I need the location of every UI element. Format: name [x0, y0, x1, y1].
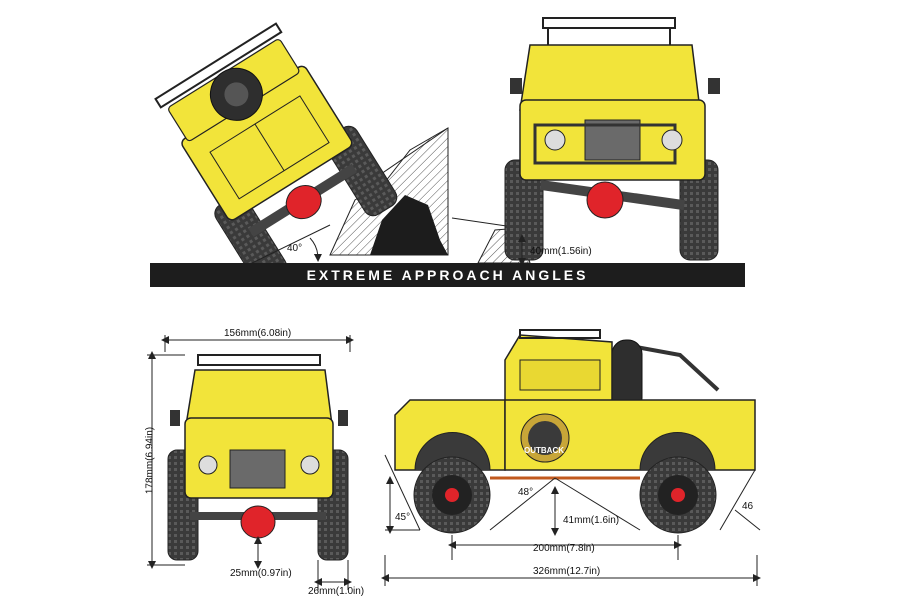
label-overall-height: 178mm(6.94in): [144, 426, 156, 495]
rock: [370, 195, 448, 255]
side-view-dimensioned: [381, 329, 761, 586]
label-ground-clearance: 41mm(1.6in): [563, 515, 620, 526]
roof-rack: [542, 17, 676, 29]
label-breakover-angle: 48°: [518, 487, 534, 498]
rear-view-tilted: [154, 22, 449, 286]
headlight-right: [661, 129, 683, 151]
differential-red-front: [586, 181, 624, 219]
approach-angles-banner: EXTREME APPROACH ANGLES: [150, 263, 745, 287]
label-tilt-angle: 40°: [287, 243, 303, 254]
label-approach-angle: 45°: [395, 512, 411, 523]
label-tire-width: 26mm(1.0in): [308, 586, 365, 597]
grille: [584, 119, 641, 161]
label-overall-length: 326mm(12.7in): [533, 566, 601, 577]
headlight-left: [544, 129, 566, 151]
front-view-dimensioned: [147, 335, 354, 590]
differential-red: [285, 184, 322, 220]
badge-text: OUTBACK: [524, 446, 564, 455]
label-wheelbase: 200mm(7.8in): [533, 543, 595, 554]
label-axle-clearance: 25mm(0.97in): [230, 568, 292, 579]
label-front-clearance-height: 40mm(1.56in): [530, 246, 592, 257]
front-view-tilted: [451, 17, 720, 266]
label-departure-angle: 46: [742, 501, 754, 512]
banner-title: EXTREME APPROACH ANGLES: [306, 267, 589, 283]
label-overall-width: 156mm(6.08in): [224, 328, 292, 339]
